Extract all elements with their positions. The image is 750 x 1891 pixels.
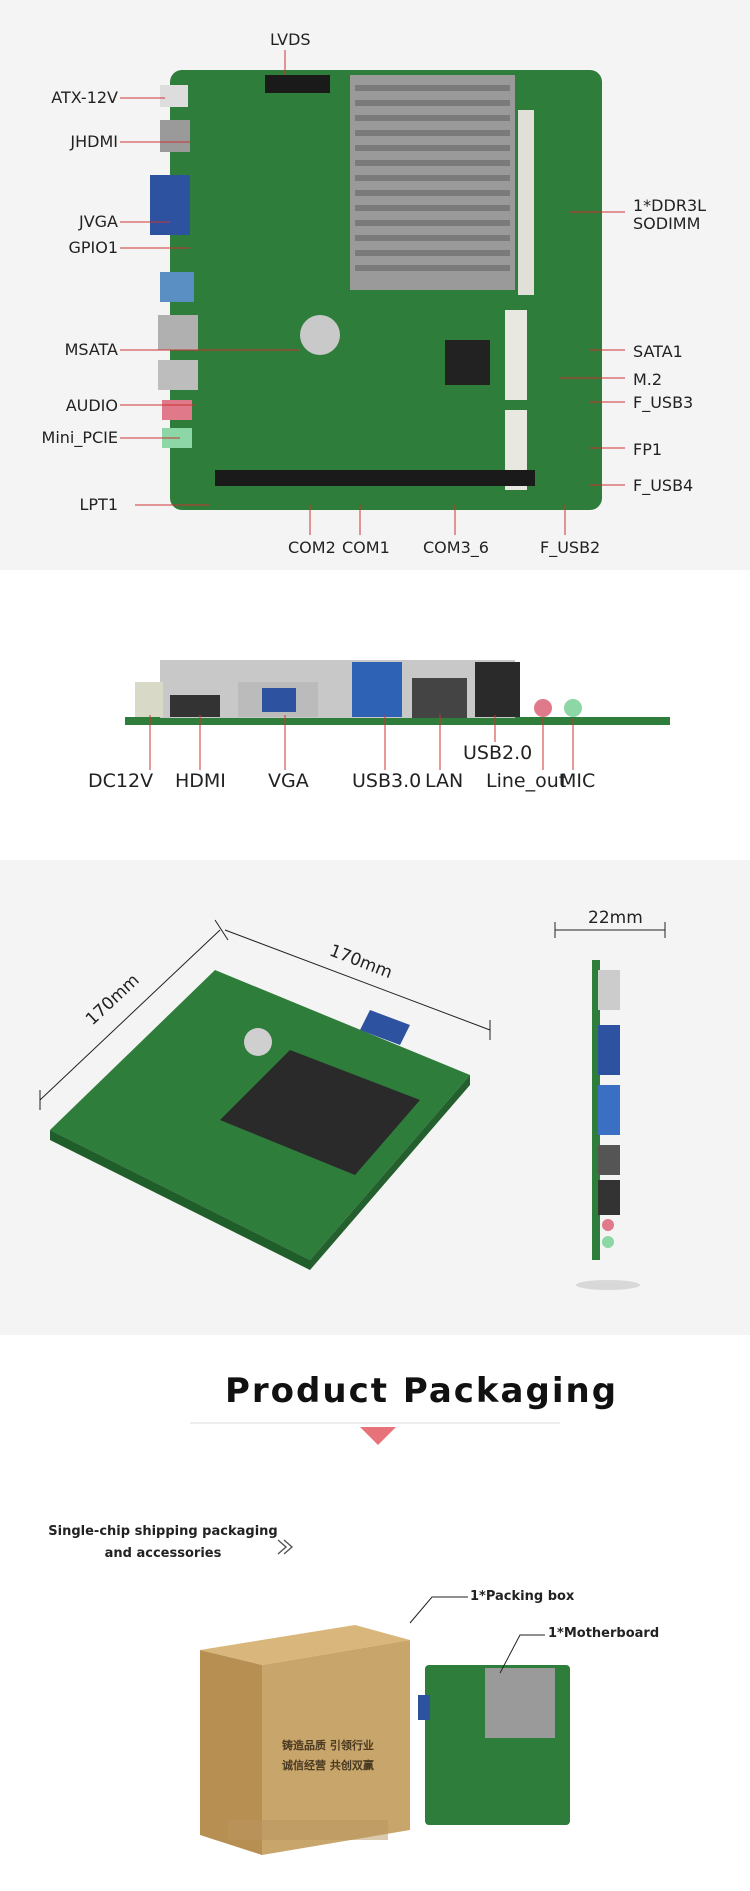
label-f-usb4: F_USB4 — [633, 476, 694, 495]
label-msata: MSATA — [64, 340, 118, 359]
label-sodimm: SODIMM — [633, 214, 701, 233]
io-panel-illustration — [125, 660, 670, 770]
label-hdmi: HDMI — [175, 770, 226, 792]
board-top-section: LVDS ATX-12V JHDMI JVGA GPIO1 MSATA AUDI… — [0, 0, 750, 570]
label-mic: MIC — [560, 770, 596, 792]
box-slogan-2: 诚信经营 共创双赢 — [282, 1759, 374, 1772]
packaging-title: Product Packaging — [225, 1371, 619, 1411]
label-jvga: JVGA — [78, 212, 118, 231]
packaging-note-line1: Single-chip shipping packaging — [48, 1524, 278, 1539]
label-line-out: Line_out — [486, 770, 567, 792]
label-usb3: USB3.0 — [352, 770, 422, 792]
label-usb2: USB2.0 — [463, 742, 533, 764]
label-jhdmi: JHDMI — [70, 132, 118, 151]
label-lpt1: LPT1 — [79, 495, 118, 514]
label-audio: AUDIO — [65, 396, 118, 415]
packaging-illustration — [190, 1422, 570, 1855]
label-vga: VGA — [268, 770, 309, 792]
label-lvds: LVDS — [270, 30, 311, 49]
label-f-usb3: F_USB3 — [633, 393, 694, 412]
label-f-usb2: F_USB2 — [540, 538, 601, 557]
board-top-illustration — [120, 50, 625, 535]
label-com1: COM1 — [342, 538, 390, 557]
dimensions-illustration — [39, 919, 666, 1290]
label-atx-12v: ATX-12V — [51, 88, 118, 107]
label-sata1: SATA1 — [633, 342, 683, 361]
item-motherboard: 1*Motherboard — [548, 1626, 660, 1641]
packaging-note: Single-chip shipping packaging and acces… — [48, 1521, 278, 1565]
packaging-note-line2: and accessories — [104, 1546, 222, 1561]
dim-height: 22mm — [588, 908, 643, 928]
label-ddr3l: 1*DDR3L — [633, 196, 707, 215]
label-m2: M.2 — [633, 370, 663, 389]
label-lan: LAN — [425, 770, 464, 792]
packaging-section: Product Packaging Single-chip shipping p… — [0, 1335, 750, 1891]
label-dc12v: DC12V — [88, 770, 154, 792]
box-slogan-1: 铸造品质 引领行业 — [282, 1739, 374, 1752]
label-gpio1: GPIO1 — [68, 238, 118, 257]
io-panel-section: DC12V HDMI VGA USB3.0 LAN USB2.0 Line_ou… — [0, 570, 750, 860]
label-com2: COM2 — [288, 538, 336, 557]
label-com3-6: COM3_6 — [423, 538, 489, 557]
label-fp1: FP1 — [633, 440, 663, 459]
label-mini-pcie: Mini_PCIE — [41, 428, 118, 447]
item-packing-box: 1*Packing box — [470, 1589, 575, 1604]
dimensions-section: 170mm 170mm 22mm — [0, 860, 750, 1335]
